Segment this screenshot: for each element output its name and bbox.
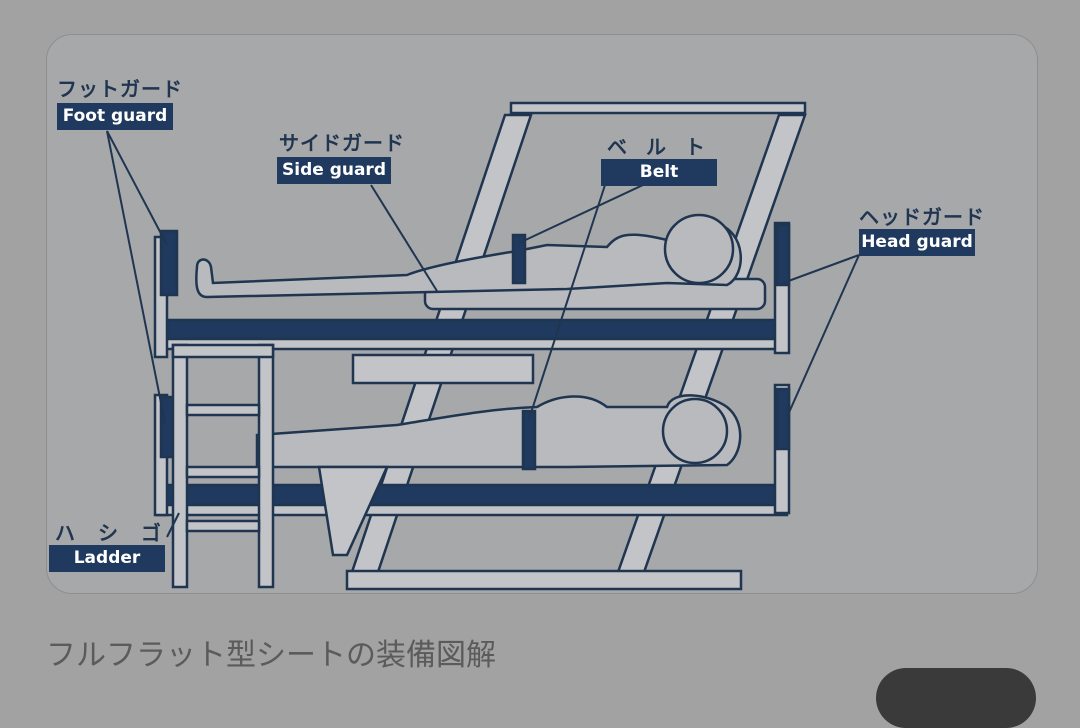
foot-guard-label-jp: フットガード [57,77,183,101]
lower-belt [521,409,537,471]
upper-mechanism [351,353,535,385]
bunk-seat-diagram [106,101,860,591]
leader-side-guard [370,184,438,292]
illustration-card: フットガード Foot guard サイドガード Side guard ベ ル … [46,34,1038,594]
ladder-label-en: Ladder [49,545,165,572]
head-guard-label-jp: ヘッドガード [859,205,985,229]
foot-guard-label-en: Foot guard [57,103,173,130]
leader-ladder [166,512,180,538]
upper-belt [511,233,527,285]
leader-belt-lower [528,184,606,420]
base-bar [345,569,743,591]
lower-mechanism [317,465,389,557]
ladder [171,343,275,589]
leader-head-guard-lower [786,254,860,418]
lower-base-plate [155,503,789,517]
upper-foot-guard [159,229,179,297]
leader-foot-guard-lower [106,130,166,424]
head-guard-label-en: Head guard [859,229,975,256]
belt-label-en: Belt [601,159,717,186]
ladder-label-jp: ハ シ ゴ [55,521,169,545]
leader-head-guard-upper [782,254,860,284]
upper-head-guard [775,223,791,287]
floating-action-button[interactable] [876,668,1036,728]
lower-passenger [255,394,742,469]
image-caption: フルフラット型シートの装備図解 [46,638,496,673]
leader-foot-guard-upper [106,130,168,246]
side-guard-label-jp: サイドガード [279,131,405,155]
side-guard-label-en: Side guard [277,157,391,184]
belt-label-jp: ベ ル ト [607,135,711,159]
upper-passenger-head [663,213,735,285]
leader-belt-upper [518,184,644,244]
lower-passenger-head [661,397,729,465]
top-frame-bar [509,101,807,115]
lower-head-guard [775,387,791,451]
